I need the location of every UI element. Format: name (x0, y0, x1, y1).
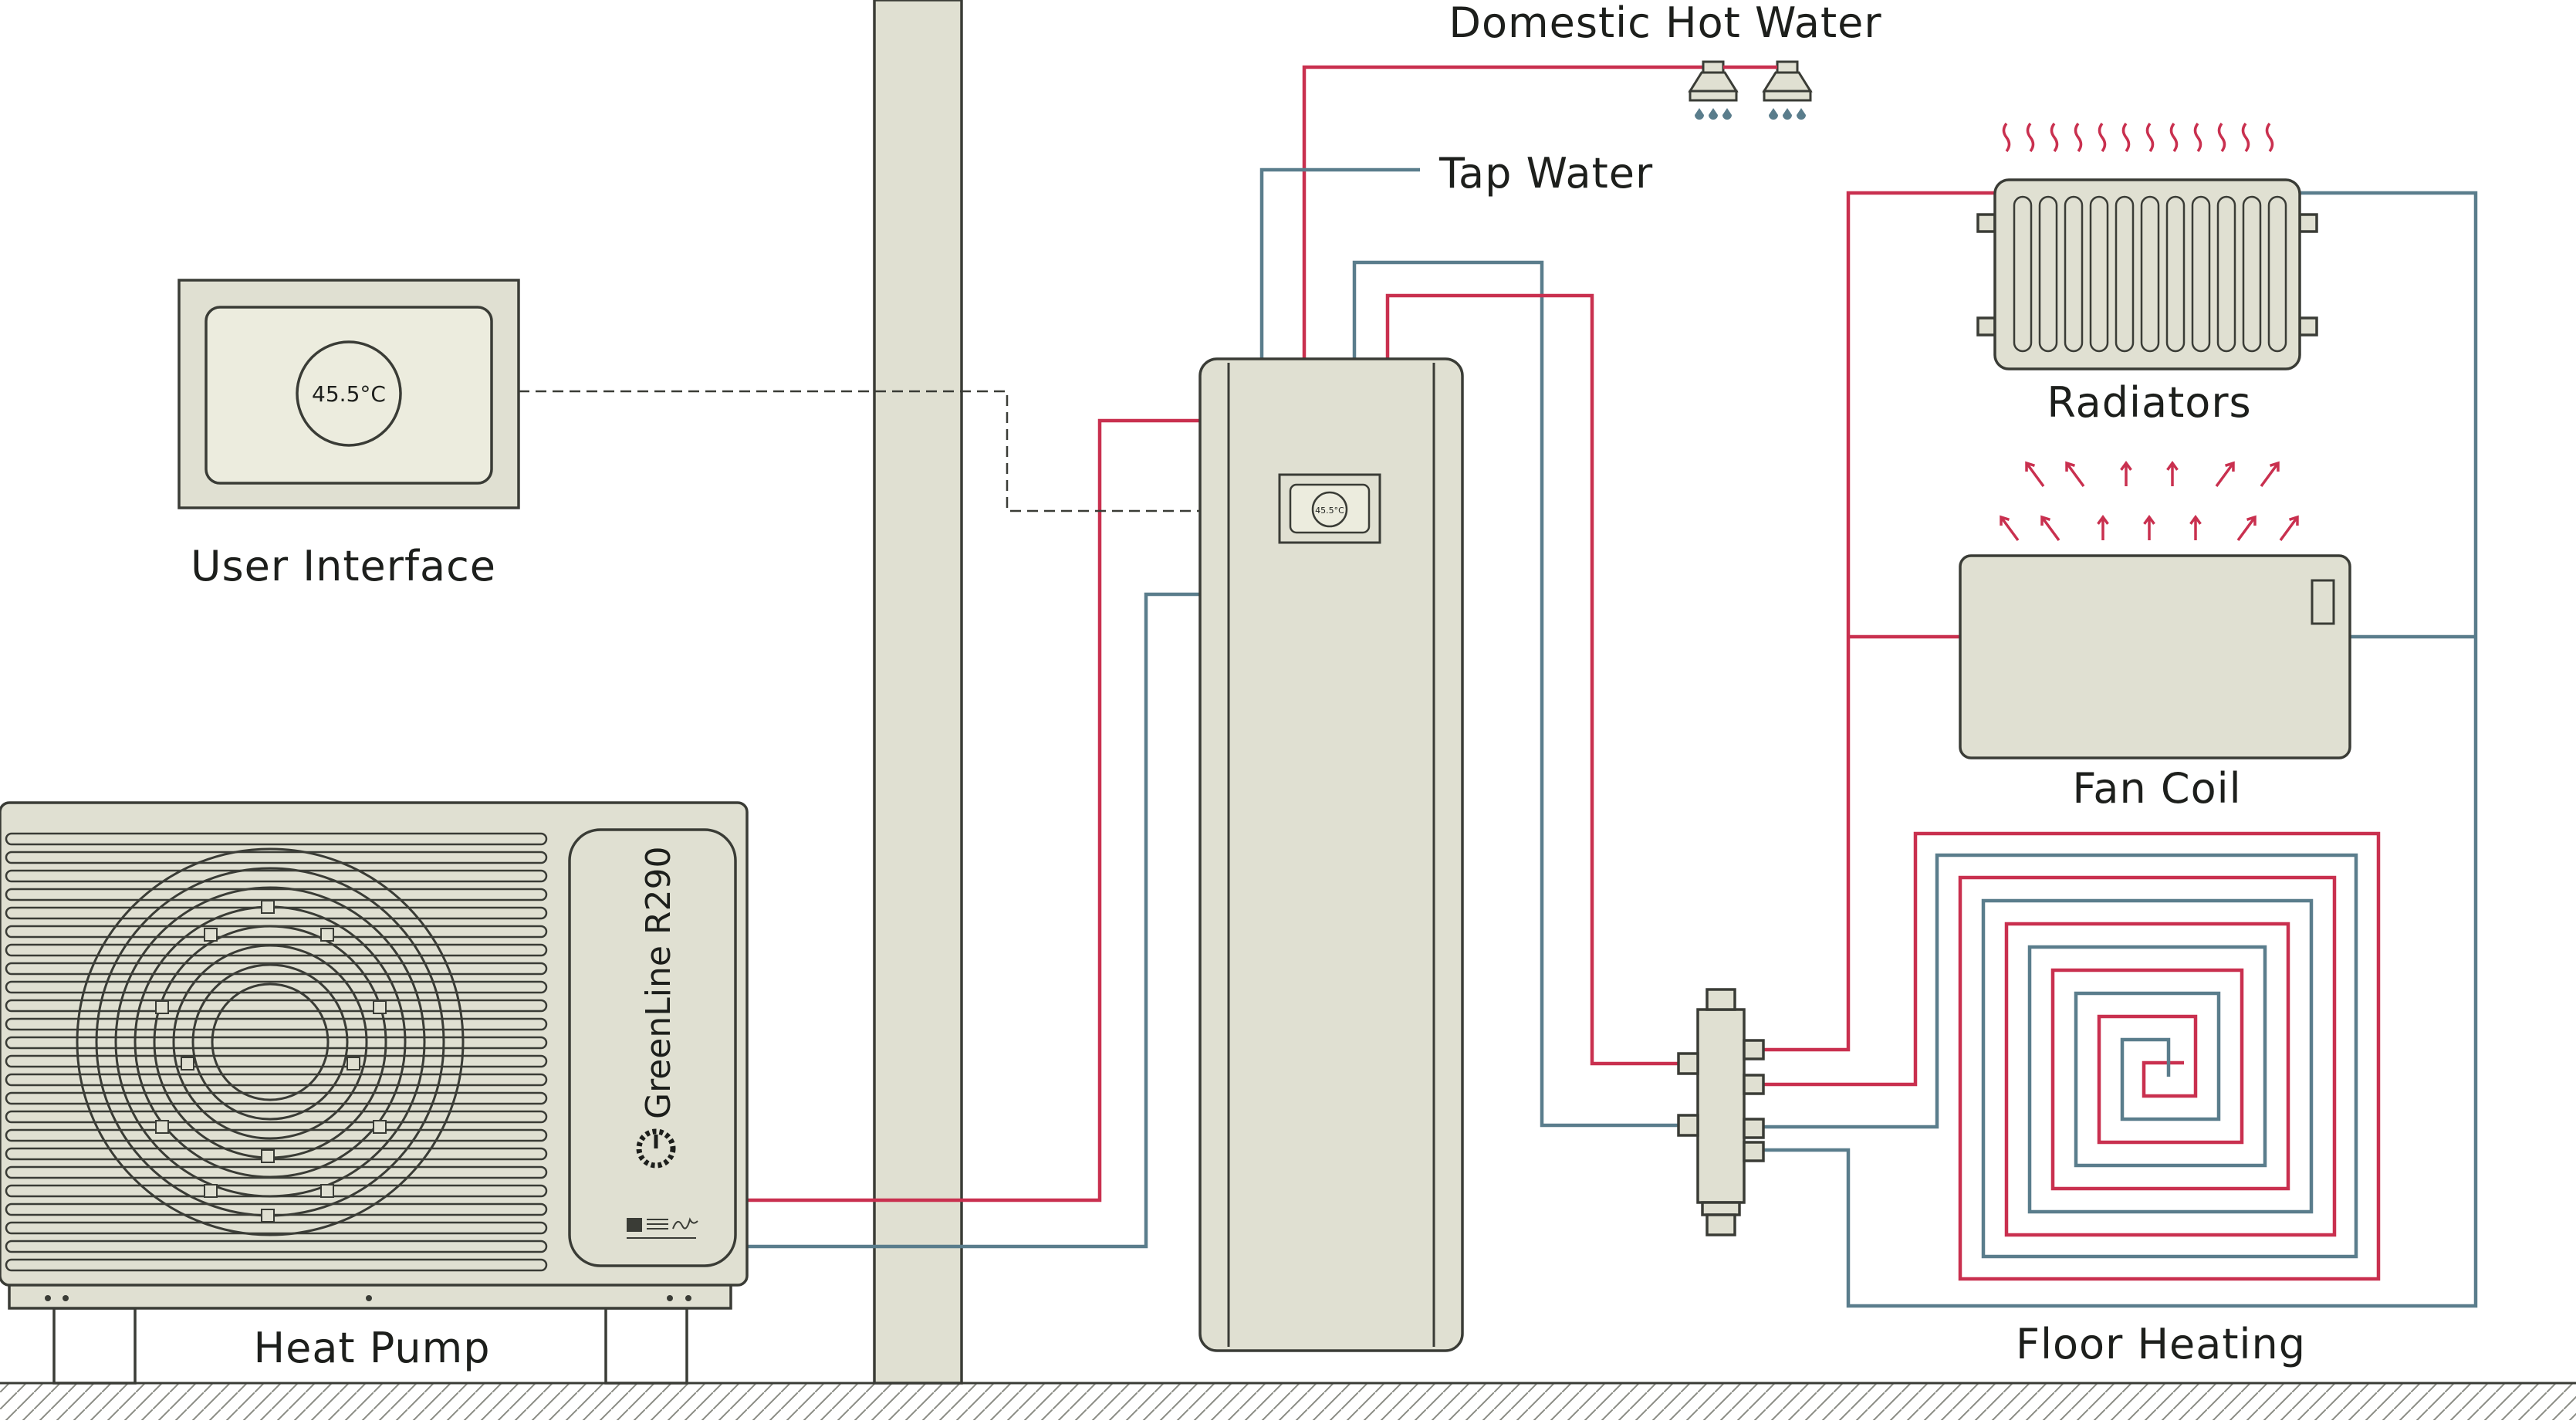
manifold-flow-pipe (1385, 293, 1678, 1066)
heat-wave-icon (2002, 122, 2274, 153)
floor-heating-label: Floor Heating (2016, 1320, 2306, 1368)
tank-display-temperature: 45.5°C (1315, 506, 1344, 516)
storage-tank: 45.5°C (1198, 357, 1464, 1352)
wall-column (873, 0, 963, 1385)
shower-head-icon (1688, 60, 1739, 120)
radiators-label: Radiators (2047, 378, 2251, 427)
heat-pump-flow-pipe (747, 418, 1200, 1202)
airflow-arrow-icon (2000, 461, 2299, 542)
radiator-return-pipe (1763, 191, 2478, 1308)
radiator (1976, 178, 2318, 370)
fan-coil (1959, 554, 2351, 759)
pipes (747, 65, 2478, 1308)
tap-water-label: Tap Water (1438, 149, 1653, 198)
heat-pump-brand: GreenLine R290 (639, 847, 678, 1119)
fan-guard (76, 847, 465, 1236)
user-interface-panel: 45.5°C (177, 279, 520, 509)
domestic-hot-water-pipe (1302, 65, 1708, 359)
control-cable (519, 390, 1280, 512)
brand-logo-icon (636, 1128, 676, 1169)
heat-pump-label: Heat Pump (254, 1324, 491, 1372)
tap-water-pipe (1259, 167, 1420, 359)
tank-display-dial[interactable] (1311, 491, 1348, 528)
manifold (1677, 988, 1765, 1236)
fan-coil-label: Fan Coil (2072, 764, 2241, 813)
user-interface-label: User Interface (191, 542, 496, 590)
domestic-hot-water-label: Domestic Hot Water (1449, 0, 1881, 47)
user-interface-temperature: 45.5°C (312, 381, 386, 407)
ground (0, 1382, 2576, 1420)
floor-heating-flow-pipe (1763, 831, 2381, 1281)
thermostat-dial[interactable] (296, 340, 402, 447)
manifold-return-pipe (1352, 260, 1678, 1128)
floor-heating-return-pipe (1763, 853, 2358, 1259)
heat-pump-unit: GreenLine R290 (0, 801, 749, 1385)
rating-plate (627, 1217, 698, 1239)
heat-pump-side-panel (568, 828, 737, 1267)
radiator-flow-pipe (1763, 191, 1995, 1052)
heat-pump-grille (5, 832, 548, 1272)
heat-pump-return-pipe (747, 592, 1200, 1249)
shower-head-icon (1762, 60, 1813, 120)
